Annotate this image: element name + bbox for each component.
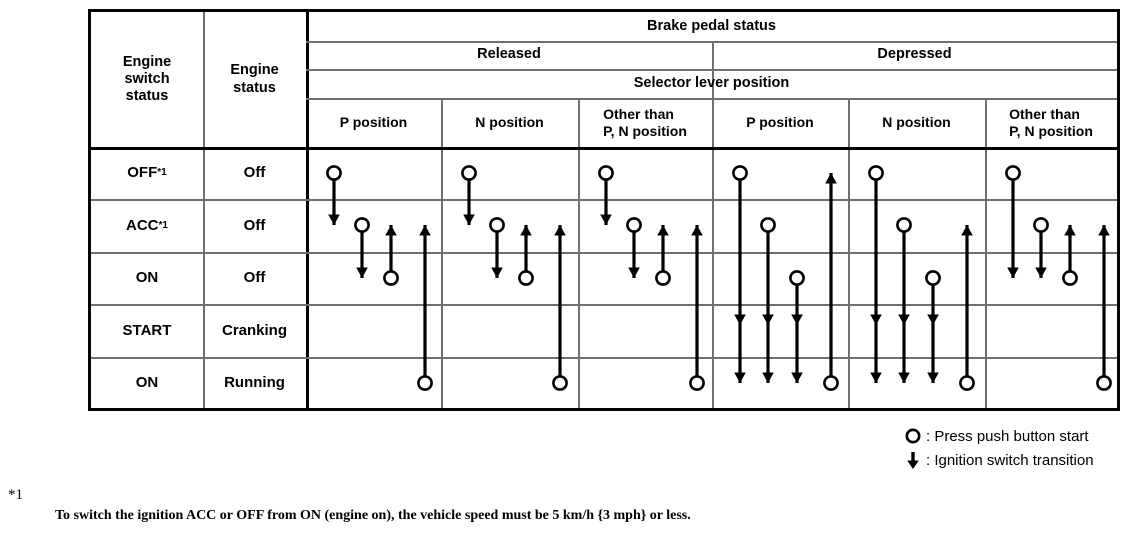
row-label-switch-0-text: OFF bbox=[127, 164, 158, 182]
row-label-switch-1-text: ACC bbox=[126, 216, 159, 234]
grid-hline-brake bbox=[306, 41, 1117, 43]
header-brake-pedal-status: Brake pedal status bbox=[306, 12, 1117, 41]
row-label-switch-2: ON bbox=[91, 252, 203, 304]
row-label-switch-4: ON bbox=[91, 357, 203, 408]
grid-hline-selector bbox=[306, 98, 1117, 100]
legend: : Press push button start : Ignition swi… bbox=[900, 424, 1125, 472]
row-label-engine-0: Off bbox=[203, 147, 306, 199]
row-label-engine-4-text: Running bbox=[224, 373, 285, 391]
header-col-depressed-other: Other than P, N position bbox=[985, 98, 1117, 147]
circle-icon bbox=[900, 427, 926, 445]
row-label-switch-0-sup: *1 bbox=[157, 167, 167, 179]
header-col-released-n-label: N position bbox=[475, 114, 544, 131]
header-col-depressed-n: N position bbox=[848, 98, 985, 147]
row-label-engine-1-text: Off bbox=[243, 216, 266, 234]
header-brake-pedal-status-label: Brake pedal status bbox=[647, 17, 776, 34]
header-brake-depressed-label: Depressed bbox=[877, 46, 952, 63]
grid-hline-row-2 bbox=[91, 252, 1117, 254]
grid-hline-header-bottom bbox=[91, 147, 1117, 150]
header-brake-depressed: Depressed bbox=[712, 41, 1117, 69]
row-label-engine-1: Off bbox=[203, 199, 306, 252]
row-label-switch-0: OFF*1 bbox=[91, 147, 203, 199]
row-label-engine-4: Running bbox=[203, 357, 306, 408]
ignition-switch-table: Engine switch status Engine status Brake… bbox=[88, 9, 1120, 411]
header-col-depressed-n-label: N position bbox=[882, 114, 951, 131]
row-label-engine-2: Off bbox=[203, 252, 306, 304]
header-col-released-p-label: P position bbox=[339, 114, 408, 131]
row-label-switch-2-text: ON bbox=[135, 269, 159, 287]
row-label-engine-2-text: Off bbox=[243, 269, 266, 287]
grid-hline-row-3 bbox=[91, 304, 1117, 306]
row-label-switch-3: START bbox=[91, 304, 203, 357]
footnote-text: To switch the ignition ACC or OFF from O… bbox=[55, 508, 691, 523]
legend-item-press-button: : Press push button start bbox=[900, 424, 1125, 448]
header-col-released-other: Other than P, N position bbox=[578, 98, 712, 147]
header-selector-lever-position-label: Selector lever position bbox=[633, 74, 790, 91]
grid-vline-5 bbox=[712, 41, 714, 408]
row-label-switch-4-text: ON bbox=[135, 373, 159, 391]
header-engine-status-label: Engine status bbox=[230, 62, 279, 96]
header-col-depressed-p-label: P position bbox=[746, 114, 814, 131]
grid-hline-row-1 bbox=[91, 199, 1117, 201]
header-engine-switch-status-label: Engine switch status bbox=[122, 53, 172, 105]
header-col-released-n: N position bbox=[441, 98, 578, 147]
row-label-engine-3: Cranking bbox=[203, 304, 306, 357]
row-label-engine-0-text: Off bbox=[243, 164, 266, 182]
row-label-switch-1-sup: *1 bbox=[158, 219, 168, 231]
legend-item-ignition-transition: : Ignition switch transition bbox=[900, 448, 1125, 472]
row-label-engine-3-text: Cranking bbox=[221, 321, 287, 339]
grid-vline-1 bbox=[203, 12, 205, 408]
header-brake-released-label: Released bbox=[477, 46, 541, 63]
grid-vline-2 bbox=[306, 12, 309, 408]
legend-item-press-button-label: : Press push button start bbox=[926, 427, 1089, 445]
header-col-depressed-other-label: Other than P, N position bbox=[1009, 105, 1093, 139]
row-label-switch-3-text: START bbox=[122, 321, 172, 339]
header-brake-released: Released bbox=[306, 41, 712, 69]
header-col-released-other-label: Other than P, N position bbox=[603, 105, 687, 139]
grid-hline-group bbox=[306, 69, 1117, 71]
header-col-depressed-p: P position bbox=[712, 98, 848, 147]
row-label-switch-1: ACC*1 bbox=[91, 199, 203, 252]
down-arrow-icon bbox=[900, 450, 926, 470]
header-col-released-p: P position bbox=[306, 98, 441, 147]
footnote-mark: *1 bbox=[8, 487, 23, 503]
grid-hline-row-4 bbox=[91, 357, 1117, 359]
header-engine-status: Engine status bbox=[203, 12, 306, 147]
header-selector-lever-position: Selector lever position bbox=[306, 69, 1117, 98]
header-engine-switch-status: Engine switch status bbox=[91, 12, 203, 147]
legend-item-ignition-transition-label: : Ignition switch transition bbox=[926, 451, 1094, 469]
